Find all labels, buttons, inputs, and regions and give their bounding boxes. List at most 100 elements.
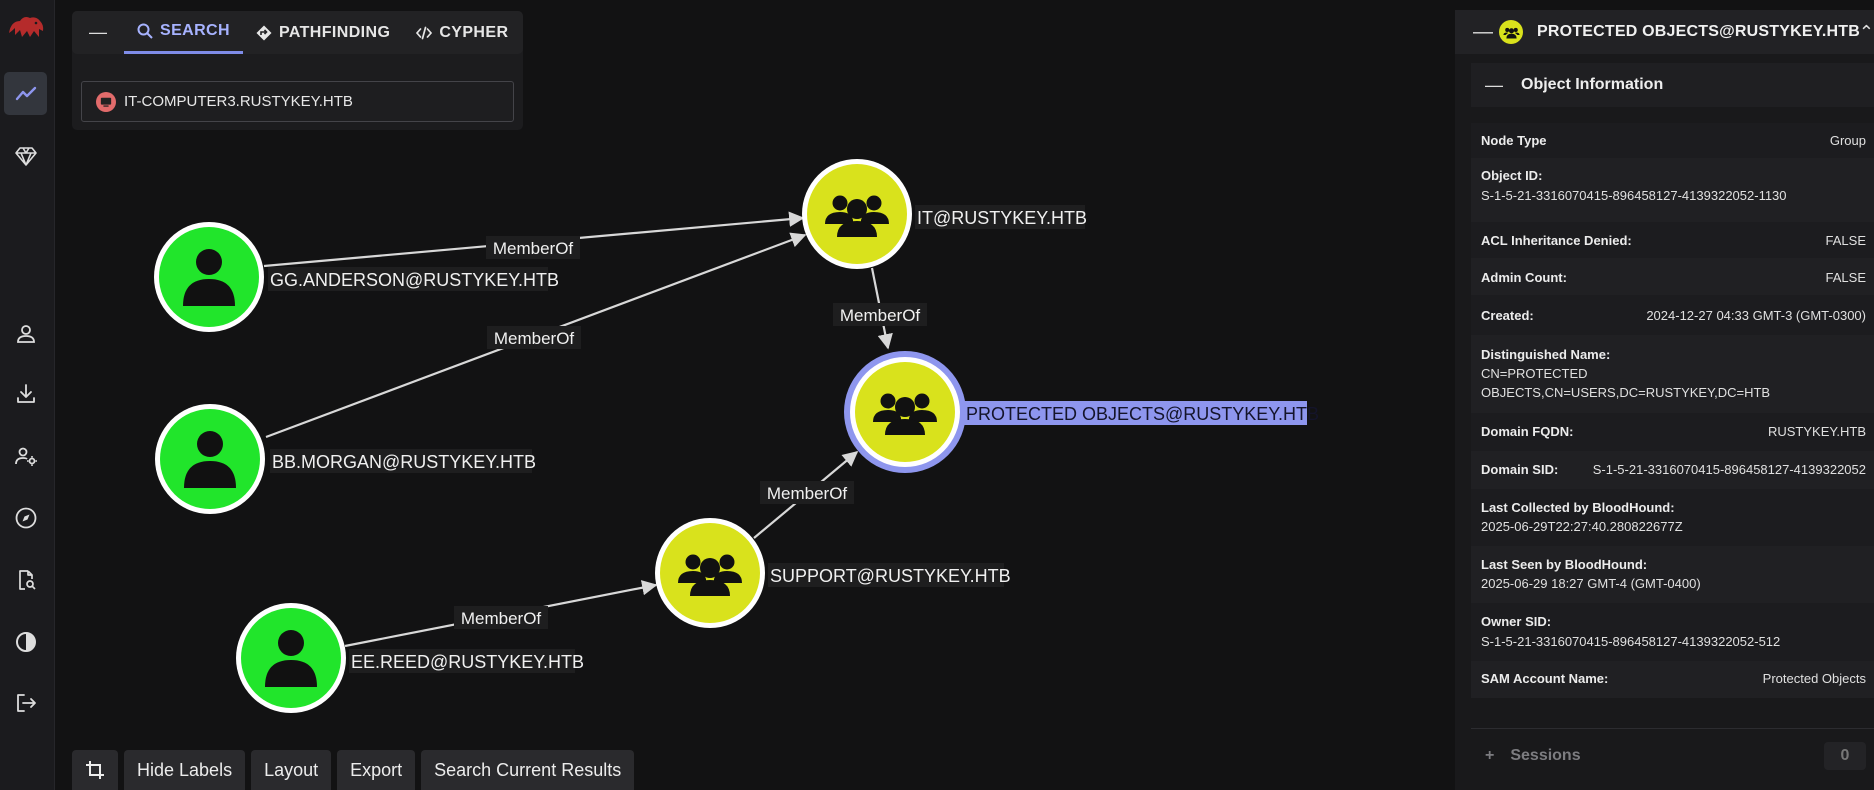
group-node-it[interactable] (802, 159, 912, 269)
bloodhound-logo-icon[interactable] (4, 4, 47, 47)
property-key: Object ID: (1481, 168, 1543, 183)
user-node-ee-reed[interactable] (236, 603, 346, 713)
node-label: EE.REED@RUSTYKEY.HTB (349, 649, 584, 673)
property-value: FALSE (1825, 233, 1866, 248)
entity-panel-header: — PROTECTED OBJECTS@RUSTYKEY.HTB ⌃ (1455, 10, 1874, 54)
property-value: Protected Objects (1762, 671, 1866, 686)
property-value: S-1-5-21-3316070415-896458127-4139322052… (1481, 634, 1781, 649)
hide-labels-button[interactable]: Hide Labels (124, 750, 246, 790)
expand-plus-icon: + (1485, 747, 1495, 764)
property-key: Last Seen by BloodHound: (1481, 557, 1648, 572)
property-last-seen: Last Seen by BloodHound: 2025-06-29 18:2… (1471, 546, 1874, 603)
property-owner-sid: Owner SID: S-1-5-21-3316070415-896458127… (1471, 603, 1874, 661)
user-icon[interactable] (4, 312, 47, 355)
search-input[interactable] (124, 93, 494, 110)
property-value: FALSE (1825, 270, 1866, 285)
property-key: Admin Count: (1481, 270, 1567, 285)
property-value: 2025-06-29T22:27:40.280822677Z (1481, 519, 1683, 534)
object-information-label: Object Information (1521, 76, 1664, 93)
svg-text:MemberOf: MemberOf (840, 306, 921, 325)
edge-label: MemberOf (486, 236, 580, 259)
object-information-header[interactable]: — Object Information (1471, 63, 1874, 107)
property-created: Created: 2024-12-27 04:33 GMT-3 (GMT-030… (1471, 295, 1874, 335)
tab-cypher-label: CYPHER (439, 23, 509, 41)
property-value: S-1-5-21-3316070415-896458127-4139322052 (1592, 462, 1866, 477)
property-key: Domain SID: (1481, 462, 1559, 477)
tab-pathfinding[interactable]: PATHFINDING (243, 11, 403, 54)
svg-text:MemberOf: MemberOf (493, 239, 574, 258)
group-node-support[interactable] (655, 518, 765, 628)
entity-panel: — PROTECTED OBJECTS@RUSTYKEY.HTB ⌃ — Obj… (1455, 10, 1874, 790)
svg-text:MemberOf: MemberOf (494, 329, 575, 348)
edge-label: MemberOf (760, 481, 854, 504)
user-settings-icon[interactable] (4, 434, 47, 477)
property-domain-sid: Domain SID: S-1-5-21-3316070415-89645812… (1471, 451, 1874, 489)
layout-button[interactable]: Layout (251, 750, 332, 790)
user-node-bb-morgan[interactable] (155, 404, 265, 514)
property-admin-count: Admin Count: FALSE (1471, 258, 1874, 295)
property-key: Owner SID: (1481, 614, 1552, 629)
tab-search-label: SEARCH (160, 22, 230, 39)
svg-text:MemberOf: MemberOf (767, 484, 848, 503)
search-current-results-button[interactable]: Search Current Results (421, 750, 635, 790)
sessions-label: Sessions (1510, 747, 1581, 764)
user-node-gg-anderson[interactable] (154, 222, 264, 332)
document-search-icon[interactable] (4, 558, 47, 601)
sessions-section[interactable]: + Sessions 0 (1471, 728, 1874, 783)
property-node-type: Node Type Group (1471, 123, 1874, 158)
property-object-id: Object ID: S-1-5-21-3316070415-896458127… (1471, 158, 1874, 222)
nav-rail (0, 0, 55, 790)
property-last-collected: Last Collected by BloodHound: 2025-06-29… (1471, 489, 1874, 546)
svg-text:SUPPORT@RUSTYKEY.HTB: SUPPORT@RUSTYKEY.HTB (770, 566, 1011, 586)
property-key: Node Type (1481, 133, 1547, 148)
download-icon[interactable] (4, 372, 47, 415)
svg-text:EE.REED@RUSTYKEY.HTB: EE.REED@RUSTYKEY.HTB (351, 652, 584, 672)
property-distinguished-name: Distinguished Name: CN=PROTECTED OBJECTS… (1471, 335, 1874, 413)
explore-icon[interactable] (4, 72, 47, 115)
edge-label: MemberOf (454, 606, 548, 629)
theme-contrast-icon[interactable] (4, 620, 47, 663)
tab-search[interactable]: SEARCH (124, 11, 243, 54)
crop-icon (86, 761, 104, 779)
property-key: Created: (1481, 308, 1534, 323)
group-icon (1499, 20, 1523, 44)
property-key: SAM Account Name: (1481, 671, 1609, 686)
attack-paths-diamond-icon[interactable] (4, 134, 47, 177)
search-icon (137, 23, 153, 39)
sessions-count-badge: 0 (1824, 742, 1866, 770)
export-button[interactable]: Export (337, 750, 416, 790)
collapse-button[interactable]: — (89, 22, 107, 42)
crop-button[interactable] (72, 750, 118, 790)
property-value: RUSTYKEY.HTB (1767, 424, 1866, 439)
property-domain-fqdn: Domain FQDN: RUSTYKEY.HTB (1471, 413, 1874, 451)
property-key: Distinguished Name: (1481, 347, 1611, 362)
property-value: 2025-06-29 18:27 GMT-4 (GMT-0400) (1481, 576, 1701, 591)
compass-icon[interactable] (4, 496, 47, 539)
property-value: CN=PROTECTED (1481, 366, 1588, 381)
property-acl-inheritance: ACL Inheritance Denied: FALSE (1471, 222, 1874, 258)
property-value: S-1-5-21-3316070415-896458127-4139322052… (1481, 188, 1787, 203)
svg-text:BB.MORGAN@RUSTYKEY.HTB: BB.MORGAN@RUSTYKEY.HTB (272, 452, 536, 472)
edge-label: MemberOf (833, 303, 927, 326)
property-key: Domain FQDN: (1481, 424, 1574, 439)
property-value: 2024-12-27 04:33 GMT-3 (GMT-0300) (1646, 308, 1866, 323)
graph-canvas[interactable]: MemberOf MemberOf MemberOf MemberOf Memb… (56, 0, 1456, 790)
property-value: Group (1829, 133, 1866, 148)
code-icon (416, 26, 433, 39)
search-field[interactable] (81, 81, 514, 122)
svg-text:IT@RUSTYKEY.HTB: IT@RUSTYKEY.HTB (917, 208, 1087, 228)
group-node-protected-objects-selected[interactable] (844, 351, 966, 473)
node-label: IT@RUSTYKEY.HTB (915, 205, 1087, 229)
tab-cypher[interactable]: CYPHER (403, 11, 521, 54)
svg-text:GG.ANDERSON@RUSTYKEY.HTB: GG.ANDERSON@RUSTYKEY.HTB (270, 270, 559, 290)
logout-icon[interactable] (4, 681, 47, 724)
directions-icon (256, 25, 272, 40)
entity-title: PROTECTED OBJECTS@RUSTYKEY.HTB (1537, 23, 1860, 40)
node-label-selected: PROTECTED OBJECTS@RUSTYKEY.HTB (963, 401, 1319, 425)
search-tabs: — SEARCH PATHFINDING CYPHER (72, 11, 523, 54)
chevron-up-icon[interactable]: ⌃ (1858, 22, 1874, 42)
search-panel: — SEARCH PATHFINDING CYPHER (72, 11, 523, 130)
collapse-panel-button[interactable]: — (1473, 20, 1493, 43)
property-key: ACL Inheritance Denied: (1481, 233, 1632, 248)
graph-toolbar: Hide Labels Layout Export Search Current… (72, 750, 635, 790)
